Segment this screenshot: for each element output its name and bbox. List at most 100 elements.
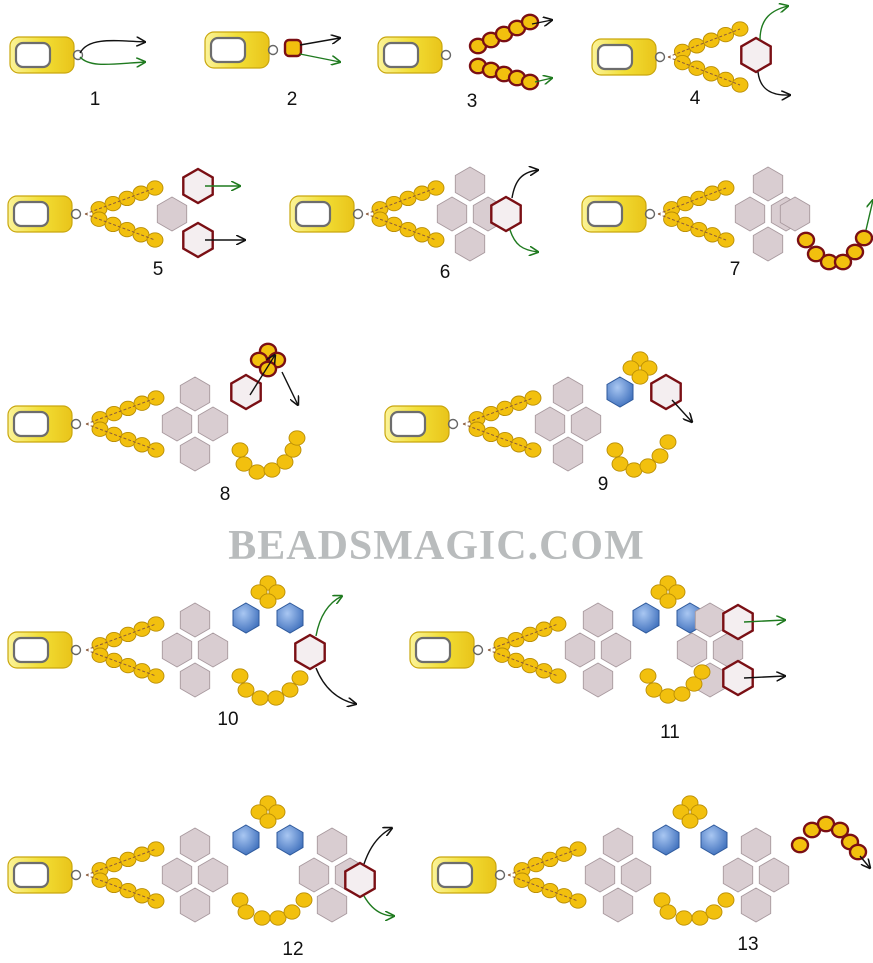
seed-bead-icon (854, 229, 873, 247)
seed-bead-icon (569, 841, 587, 857)
blue-bead-icon (606, 376, 634, 408)
hex-bead-icon (454, 226, 486, 262)
hex-bead-icon (584, 857, 616, 893)
thread-path (507, 848, 579, 902)
thread-arrow-icon (363, 895, 394, 916)
hex-bead-icon (582, 662, 614, 698)
thread-arrow-icon (865, 200, 873, 231)
hex-bead-icon (182, 221, 214, 259)
step-number: 10 (217, 709, 238, 730)
seed-bead-icon (147, 841, 165, 857)
step-number: 5 (153, 259, 164, 280)
thread-path (667, 28, 741, 86)
seed-bead-icon (631, 369, 649, 385)
seed-bead-icon (611, 456, 629, 472)
hex-bead-icon (740, 887, 772, 923)
hex-bead-icon (620, 857, 652, 893)
seed-bead-icon (235, 456, 253, 472)
hex-bead-icon (161, 857, 193, 893)
seed-bead-icon (569, 893, 587, 909)
thread-arrow-icon (249, 355, 275, 396)
seed-bead-icon (288, 430, 306, 446)
seed-bead-icon (146, 180, 164, 196)
hex-bead-icon (564, 632, 596, 668)
seed-bead-icon (693, 664, 711, 680)
clasp-icon (384, 405, 459, 443)
seed-bead-icon (645, 682, 663, 698)
seed-bead-icon (845, 243, 865, 261)
thread-path (85, 848, 157, 902)
hex-bead-icon (161, 632, 193, 668)
clasp-icon (7, 631, 82, 669)
hex-bead-icon (179, 662, 211, 698)
clasp-icon (7, 856, 82, 894)
hex-bead-icon (197, 857, 229, 893)
seed-bead-icon (259, 813, 277, 829)
thread-arrow-icon (743, 676, 785, 678)
seed-bead-icon (717, 892, 735, 908)
thread-arrow-icon (671, 399, 692, 422)
thread-path (462, 397, 534, 451)
step-3: 3 (377, 13, 552, 112)
hex-bead-icon (722, 603, 754, 641)
step-number: 11 (660, 722, 680, 743)
clasp-icon (7, 405, 82, 443)
hex-bead-icon (758, 857, 790, 893)
seed-bead-icon (659, 434, 677, 450)
step-number: 13 (737, 934, 758, 955)
hex-bead-icon (179, 376, 211, 412)
seed-bead-icon (549, 616, 567, 632)
clasp-icon (377, 36, 452, 74)
hex-bead-icon (676, 632, 708, 668)
hex-bead-icon (552, 376, 584, 412)
seed-bead-icon (659, 688, 677, 704)
clasp-icon (7, 195, 82, 233)
clasp-icon (289, 195, 364, 233)
step-7: 7 (581, 166, 873, 280)
step-number: 7 (730, 259, 741, 280)
hex-bead-icon (582, 602, 614, 638)
thread-arrow-icon (759, 6, 788, 41)
seed-bead-icon (253, 910, 271, 926)
seed-bead-icon (524, 442, 542, 458)
seed-bead-icon (259, 593, 277, 609)
hex-bead-icon (230, 373, 262, 411)
seed-bead-icon (675, 910, 693, 926)
hex-bead-icon (156, 196, 188, 232)
hex-bead-icon (316, 827, 348, 863)
seed-bead-icon (848, 843, 868, 861)
hex-bead-icon (552, 436, 584, 472)
thread-arrow-icon (299, 38, 340, 46)
seed-bead-icon (659, 593, 677, 609)
seed-bead-icon (681, 813, 699, 829)
hex-bead-icon (570, 406, 602, 442)
seed-bead-icon (796, 231, 816, 249)
thread-arrow-icon (859, 855, 870, 868)
seed-bead-icon (520, 13, 540, 31)
blue-bead-icon (276, 602, 304, 634)
seed-bead-icon (833, 253, 853, 271)
seed-bead-icon (231, 668, 249, 684)
seed-bead-icon (267, 690, 285, 706)
hex-bead-icon (294, 633, 326, 671)
hex-bead-icon (722, 857, 754, 893)
blue-bead-icon (700, 824, 728, 856)
thread-path (487, 623, 559, 677)
blue-bead-icon (652, 824, 680, 856)
seed-bead-icon (283, 904, 301, 920)
seed-bead-icon (251, 690, 269, 706)
hex-bead-icon (602, 887, 634, 923)
hex-bead-icon (197, 406, 229, 442)
watermark: BEADSMAGIC.COM (228, 523, 645, 569)
thread-arrow-icon (743, 620, 785, 622)
blue-bead-icon (632, 602, 660, 634)
hex-bead-icon (534, 406, 566, 442)
clasp-icon (204, 31, 279, 69)
hex-bead-icon (179, 602, 211, 638)
seed-bead-icon (691, 910, 709, 926)
seed-bead-icon (147, 668, 165, 684)
clasp-icon (431, 856, 506, 894)
step-13: 13 (431, 795, 870, 955)
seed-bead-icon (673, 686, 691, 702)
